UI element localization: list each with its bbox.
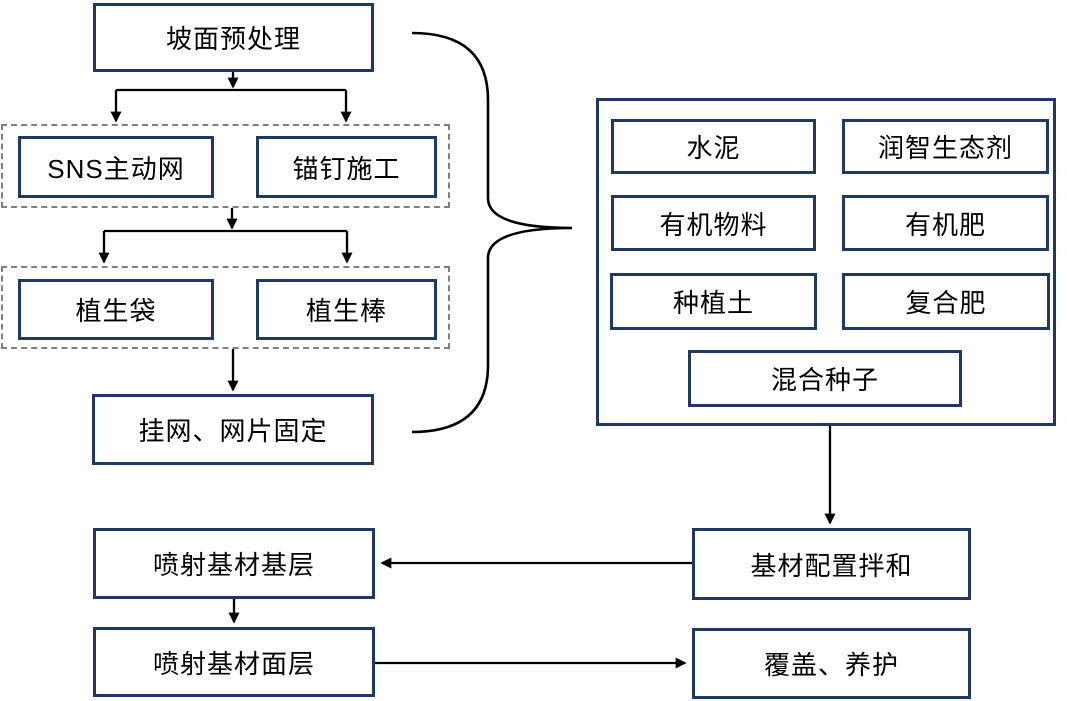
- node-cover-maintenance: 覆盖、养护: [692, 628, 971, 699]
- node-mixed-seeds: 混合种子: [688, 350, 962, 407]
- node-hang-net-fix: 挂网、网片固定: [92, 394, 374, 465]
- group-net-options: [1, 124, 450, 208]
- node-cement: 水泥: [611, 119, 816, 174]
- node-runzhi-eco-agent: 润智生态剂: [842, 119, 1049, 174]
- node-vegetation-rod: 植生棒: [256, 279, 437, 340]
- node-anchor-bolt: 锚钉施工: [256, 136, 437, 198]
- node-organic-material: 有机物料: [611, 195, 816, 251]
- node-spray-base-layer: 喷射基材基层: [93, 528, 375, 599]
- node-planting-soil: 种植土: [610, 273, 817, 330]
- node-sns-active-net: SNS主动网: [18, 136, 214, 198]
- node-organic-fertilizer: 有机肥: [842, 195, 1049, 251]
- node-compound-fertilizer: 复合肥: [842, 273, 1050, 330]
- group-vegetation-options: [1, 266, 450, 349]
- curly-brace: [411, 31, 573, 434]
- node-substrate-mixing: 基材配置拌和: [692, 528, 971, 600]
- node-slope-pretreatment: 坡面预处理: [93, 3, 374, 72]
- node-spray-surface-layer: 喷射基材面层: [93, 627, 375, 697]
- node-vegetation-bag: 植生袋: [18, 279, 214, 340]
